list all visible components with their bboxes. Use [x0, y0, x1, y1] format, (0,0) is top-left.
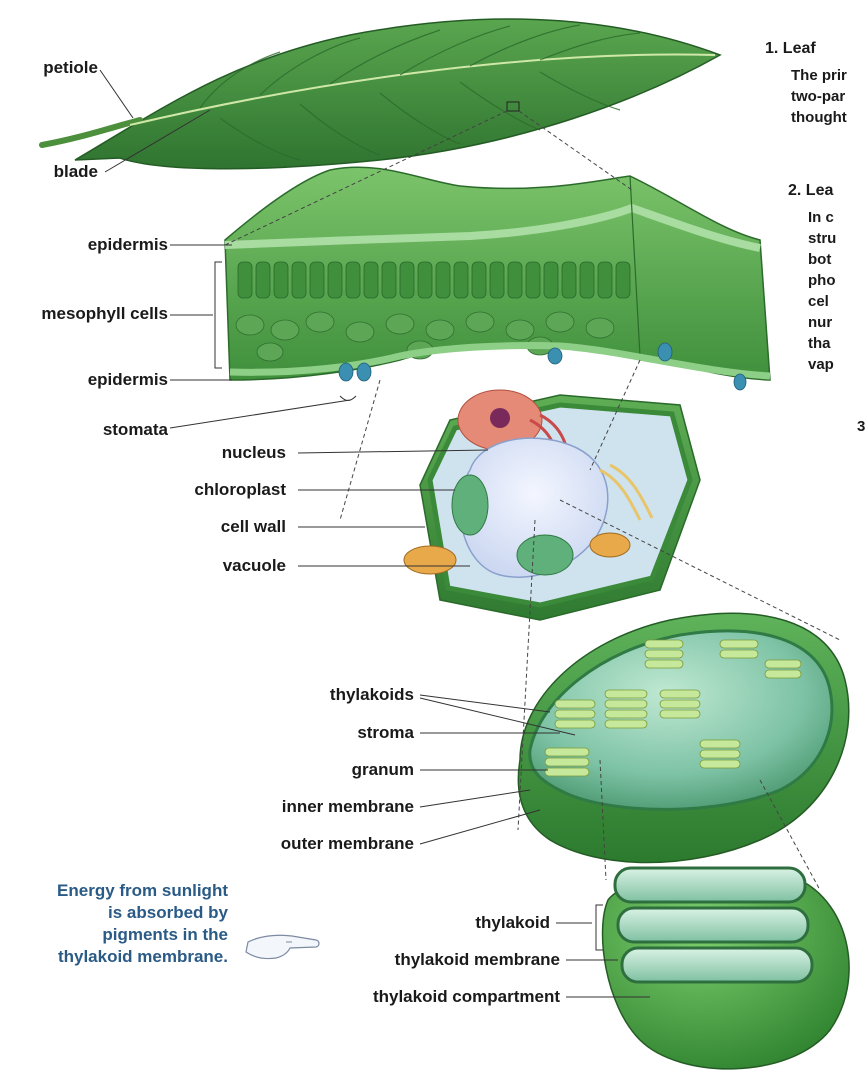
side-line-leaf2-7: tha: [788, 333, 867, 354]
label-outer-membrane: outer membrane: [200, 834, 414, 854]
side-line-leaf-2: two-par: [765, 86, 867, 107]
side-line-leaf2-1: In c: [788, 207, 867, 228]
side-line-leaf2-5: cel: [788, 291, 867, 312]
side-line-leaf2-2: stru: [788, 228, 867, 249]
label-stroma: stroma: [200, 723, 414, 743]
label-stomata: stomata: [0, 420, 168, 440]
label-blade: blade: [10, 162, 98, 182]
side-line-leaf2-4: pho: [788, 270, 867, 291]
label-thylakoid: thylakoid: [300, 913, 550, 933]
label-vacuole: vacuole: [100, 556, 286, 576]
label-epidermis-top: epidermis: [0, 235, 168, 255]
note-line-4: thylakoid membrane.: [6, 946, 228, 968]
label-epidermis-bottom: epidermis: [0, 370, 168, 390]
label-petiole: petiole: [10, 58, 98, 78]
label-cell-wall: cell wall: [100, 517, 286, 537]
side-heading-leaf: 1. Leaf: [765, 38, 867, 59]
label-chloroplast: chloroplast: [100, 480, 286, 500]
side-line-leaf-1: The prir: [765, 65, 867, 86]
side-heading-leaf2: 2. Lea: [788, 180, 867, 201]
granum-illustration: [603, 868, 850, 1069]
side-line-leaf-3: thought: [765, 107, 867, 128]
side-line-leaf2-3: bot: [788, 249, 867, 270]
label-thylakoid-compartment: thylakoid compartment: [280, 987, 560, 1007]
note-line-2: is absorbed by: [6, 902, 228, 924]
side-line-leaf2-8: vap: [788, 354, 867, 375]
label-granum: granum: [200, 760, 414, 780]
side-text-leaf2: 2. Lea In c stru bot pho cel nur tha vap: [788, 180, 867, 375]
label-mesophyll-cells: mesophyll cells: [0, 304, 168, 324]
chloroplast-illustration: [518, 613, 848, 862]
energy-note: Energy from sunlight is absorbed by pigm…: [6, 880, 228, 968]
label-inner-membrane: inner membrane: [200, 797, 414, 817]
note-line-1: Energy from sunlight: [6, 880, 228, 902]
note-line-3: pigments in the: [6, 924, 228, 946]
leaf-cross-section: [225, 167, 770, 390]
leaf-illustration: [42, 19, 720, 169]
label-thylakoids: thylakoids: [200, 685, 414, 705]
label-nucleus: nucleus: [100, 443, 286, 463]
side-line-leaf2-6: nur: [788, 312, 867, 333]
label-thylakoid-membrane: thylakoid membrane: [300, 950, 560, 970]
side-text-leaf: 1. Leaf The prir two-par thought: [765, 38, 867, 128]
side-number-3: 3: [857, 416, 867, 437]
plant-cell: [404, 390, 700, 620]
